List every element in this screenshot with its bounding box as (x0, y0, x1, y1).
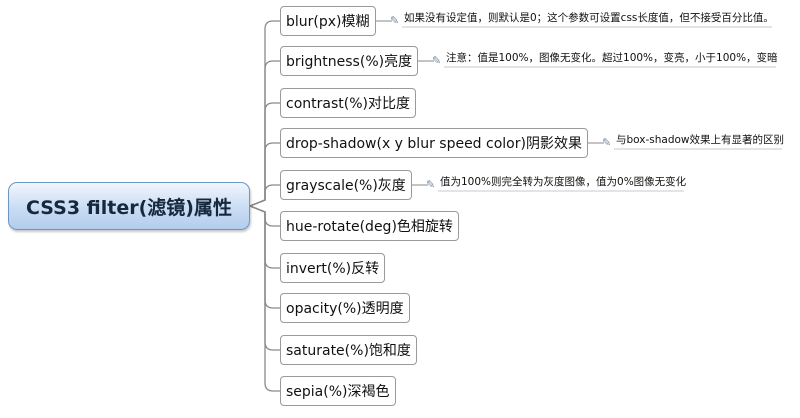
note-link-icon[interactable]: ✎ (432, 54, 442, 67)
branch-connector (249, 184, 280, 207)
topic-1[interactable]: blur(px)模糊 (280, 6, 376, 36)
topic-10[interactable]: sepia(%)深褐色 (280, 376, 396, 406)
topic-8[interactable]: opacity(%)透明度 (280, 293, 410, 323)
topic-label: drop-shadow(x y blur speed color)阴影效果 (286, 136, 582, 152)
topic-label: contrast(%)对比度 (286, 96, 410, 112)
branch-connector (249, 205, 280, 351)
branch-connector (249, 205, 280, 392)
branch-connector (249, 142, 280, 207)
topic-label: sepia(%)深褐色 (286, 384, 390, 400)
topic-label: invert(%)反转 (286, 261, 380, 277)
topic-6[interactable]: hue-rotate(deg)色相旋转 (280, 211, 459, 241)
central-topic-label: CSS3 filter(滤镜)属性 (26, 196, 232, 219)
branch-connector (249, 205, 280, 227)
topic-note: 与box-shadow效果上有显著的区别 (616, 134, 785, 146)
note-link-icon[interactable]: ✎ (390, 14, 400, 27)
branch-connector (249, 205, 280, 269)
branch-connector (249, 205, 280, 309)
topic-9[interactable]: saturate(%)饱和度 (280, 335, 417, 365)
topic-7[interactable]: invert(%)反转 (280, 253, 386, 283)
topic-label: brightness(%)亮度 (286, 54, 413, 70)
topic-2[interactable]: brightness(%)亮度 (280, 46, 419, 76)
topic-label: saturate(%)饱和度 (286, 343, 411, 359)
note-link-icon[interactable]: ✎ (602, 136, 612, 149)
topic-label: blur(px)模糊 (286, 14, 370, 30)
topic-5[interactable]: grayscale(%)灰度 (280, 170, 412, 200)
topic-4[interactable]: drop-shadow(x y blur speed color)阴影效果 (280, 128, 588, 158)
topic-note: 如果没有设定值，则默认是0；这个参数可设置css长度值，但不接受百分比值。 (404, 12, 774, 24)
topic-label: grayscale(%)灰度 (286, 178, 406, 194)
topic-note: 注意：值是100%，图像无变化。超过100%，变亮，小于100%，变暗 (446, 52, 778, 64)
topic-note: 值为100%则完全转为灰度图像，值为0%图像无变化 (440, 176, 687, 188)
topic-label: hue-rotate(deg)色相旋转 (286, 219, 453, 235)
note-link-icon[interactable]: ✎ (426, 178, 436, 191)
branch-connector (249, 102, 280, 207)
topic-3[interactable]: contrast(%)对比度 (280, 88, 416, 118)
topic-label: opacity(%)透明度 (286, 301, 404, 317)
branch-connector (249, 60, 280, 207)
central-topic[interactable]: CSS3 filter(滤镜)属性 (8, 182, 250, 230)
branch-connector (249, 20, 280, 207)
